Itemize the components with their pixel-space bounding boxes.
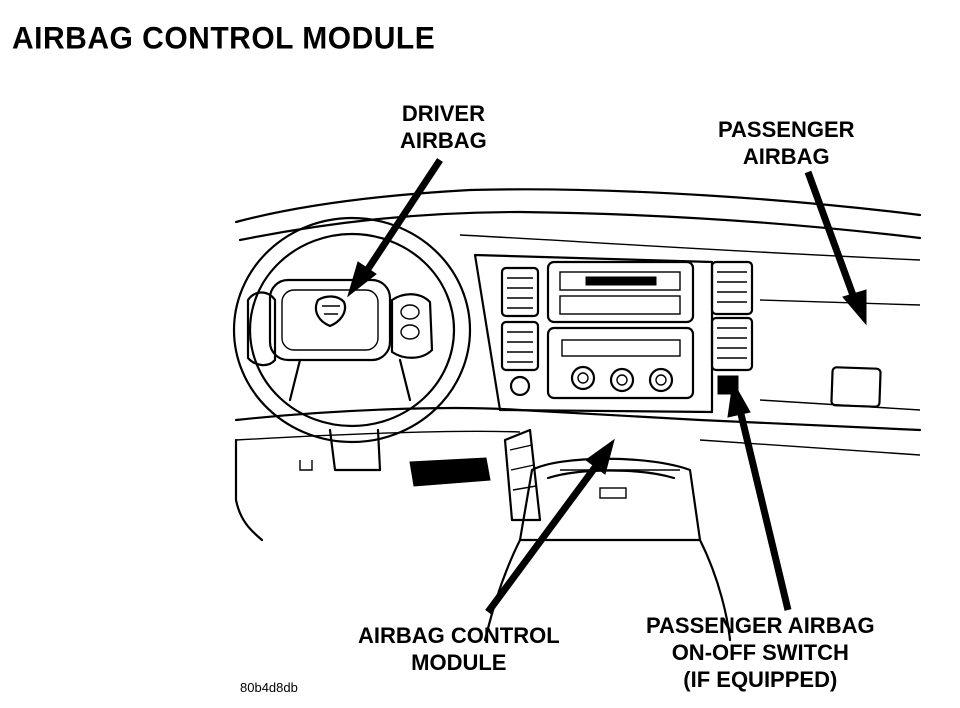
center-stack	[473, 253, 754, 414]
callout-driver-airbag: DRIVER AIRBAG	[400, 100, 487, 154]
callout-passenger-switch-line-1: PASSENGER AIRBAG	[646, 613, 875, 638]
callout-control-module-line-2: MODULE	[411, 650, 507, 675]
callout-control-module-line-1: AIRBAG CONTROL	[358, 623, 560, 648]
figure-title: AIRBAG CONTROL MODULE	[12, 21, 436, 56]
steering-wheel	[232, 216, 472, 444]
brake-pedal	[409, 457, 491, 487]
callout-driver-airbag-line-2: AIRBAG	[400, 128, 487, 153]
callout-passenger-switch-line-3: (IF EQUIPPED)	[683, 667, 838, 692]
callout-passenger-airbag-line-2: AIRBAG	[742, 144, 830, 169]
callout-passenger-switch: PASSENGER AIRBAG ON-OFF SWITCH (IF EQUIP…	[646, 612, 875, 693]
arrow-control-module	[485, 438, 615, 615]
center-console	[483, 457, 732, 642]
arrow-passenger-airbag	[804, 170, 867, 326]
arrow-passenger-switch	[727, 380, 792, 611]
callout-driver-airbag-line-1: DRIVER	[401, 101, 485, 126]
callout-airbag-control-module: AIRBAG CONTROL MODULE	[358, 622, 560, 676]
callout-passenger-airbag-line-1: PASSENGER	[718, 117, 855, 142]
arrow-driver-airbag	[347, 158, 443, 298]
figure-code: 80b4d8db	[240, 680, 298, 695]
callout-passenger-switch-line-2: ON-OFF SWITCH	[671, 640, 849, 665]
callout-passenger-airbag: PASSENGER AIRBAG	[718, 116, 855, 170]
